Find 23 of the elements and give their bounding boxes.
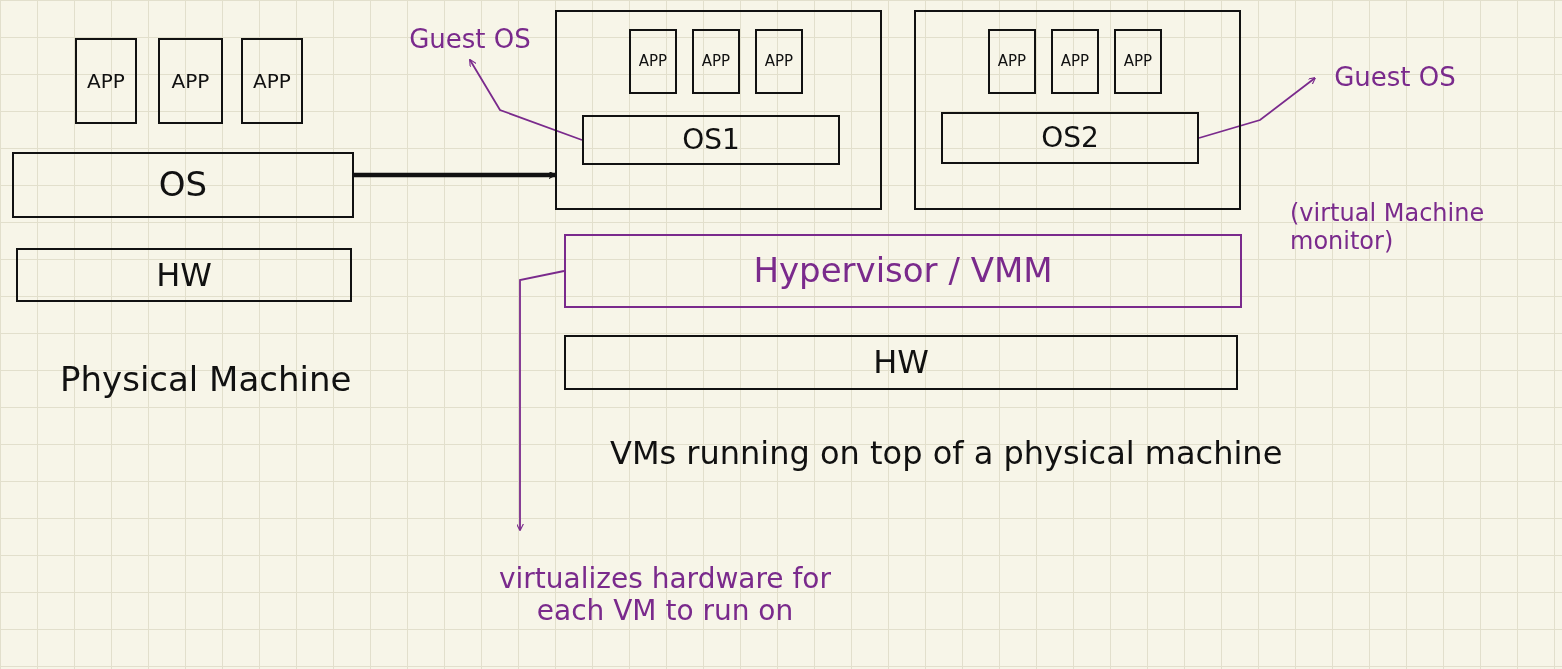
app-box: APP: [629, 29, 677, 94]
app-box: APP: [75, 38, 137, 124]
app-box: APP: [755, 29, 803, 94]
vm-box: [555, 10, 882, 210]
caption-text: (virtual Machine monitor): [1290, 200, 1486, 256]
app-box: APP: [1114, 29, 1162, 94]
app-box: APP: [692, 29, 740, 94]
annotation-text: Guest OS: [1315, 58, 1475, 98]
app-box: APP: [988, 29, 1036, 94]
annotation-text: virtualizes hardware for each VM to run on: [470, 530, 860, 660]
hardware-layer: HW: [16, 248, 352, 302]
os-layer: OS2: [941, 112, 1199, 164]
vm-box: [914, 10, 1241, 210]
caption-text: Physical Machine: [60, 360, 353, 400]
annotation-text: Guest OS: [400, 20, 540, 60]
caption-text: VMs running on top of a physical machine: [610, 435, 1284, 472]
hardware-layer: HW: [564, 335, 1238, 390]
app-box: APP: [1051, 29, 1099, 94]
os-layer: OS1: [582, 115, 840, 165]
app-box: APP: [241, 38, 303, 124]
hypervisor-layer: Hypervisor / VMM: [564, 234, 1242, 308]
app-box: APP: [158, 38, 223, 124]
os-layer: OS: [12, 152, 354, 218]
